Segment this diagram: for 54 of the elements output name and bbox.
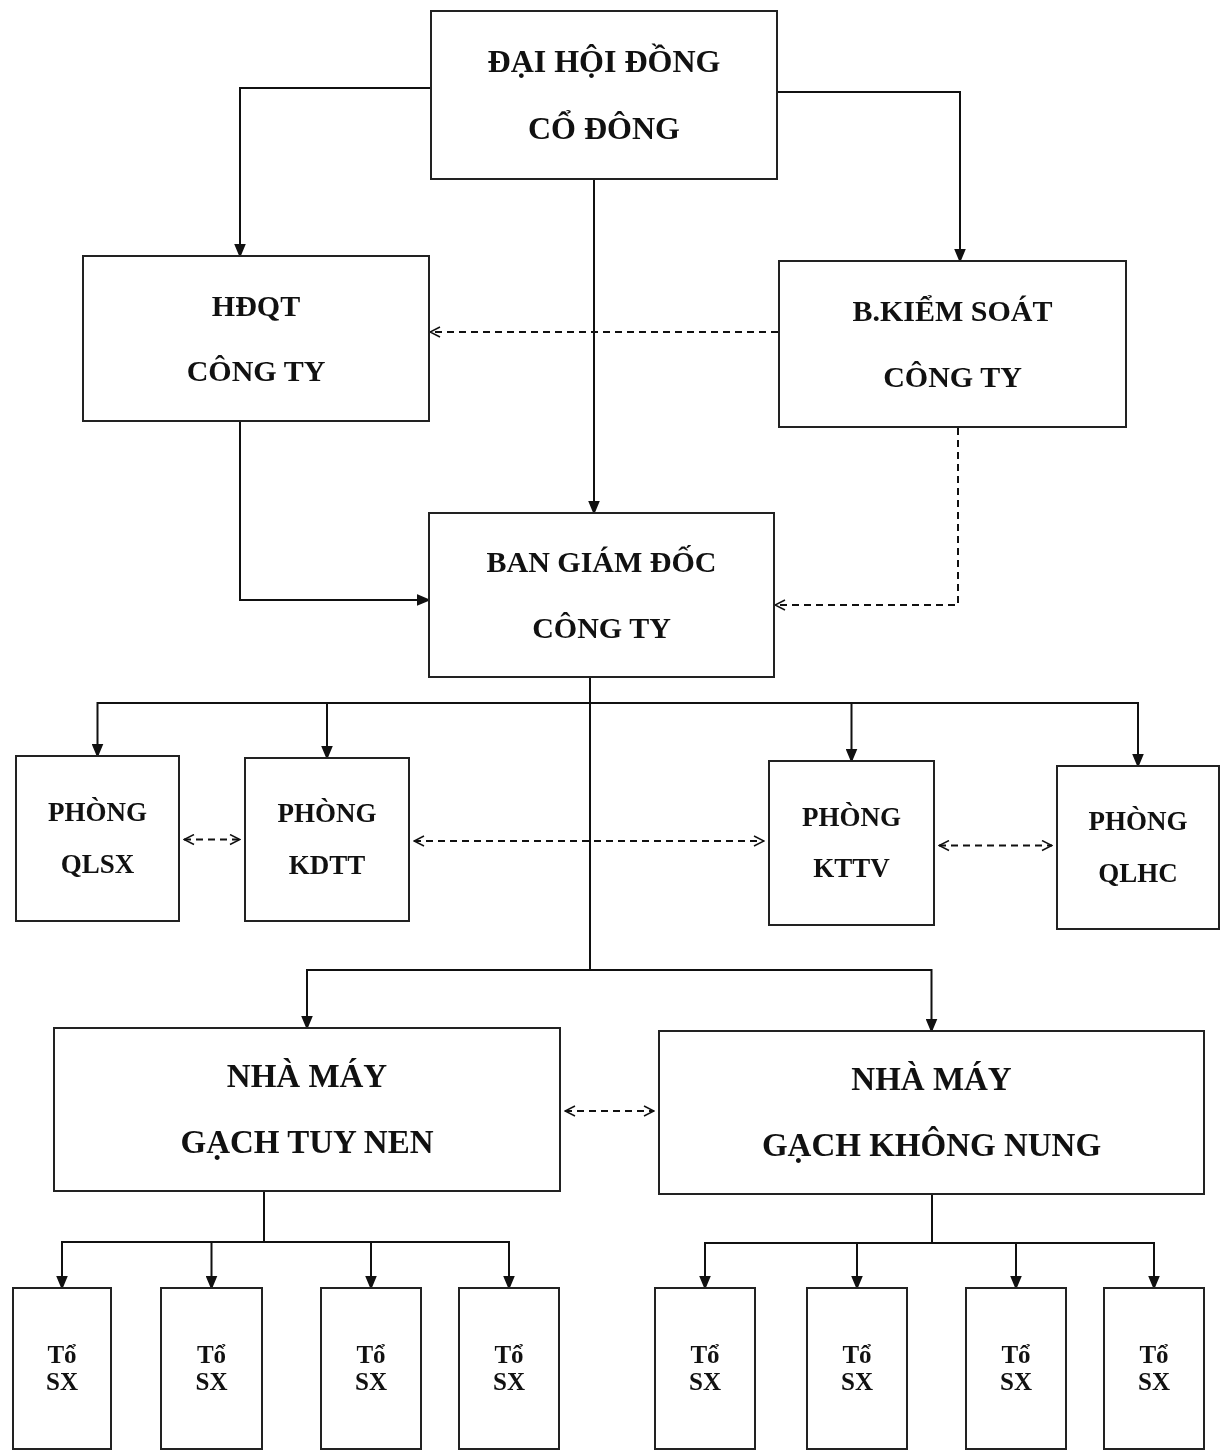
org-label: NHÀ MÁY xyxy=(851,1061,1012,1098)
org-label: Tổ SX xyxy=(1000,1342,1032,1395)
org-label: PHÒNG KTTV xyxy=(802,800,901,885)
org-label: Tổ SX xyxy=(689,1342,721,1395)
org-box xyxy=(806,1287,908,1450)
org-label: Tổ SX xyxy=(841,1342,873,1395)
dashed-arrow xyxy=(564,1105,655,1117)
org-label: Tổ SX xyxy=(195,1342,228,1395)
dashed-arrow xyxy=(938,839,1053,852)
org-label: ĐẠI HỘI ĐỒNG xyxy=(487,42,721,80)
org-label: PHÒNG KDTT xyxy=(277,797,377,882)
org-box xyxy=(1056,765,1220,930)
arrow xyxy=(777,91,966,262)
org-box xyxy=(428,512,775,678)
org-box xyxy=(458,1287,560,1450)
dashed-arrow xyxy=(774,427,959,611)
dashed-arrow xyxy=(183,833,241,846)
org-box xyxy=(654,1287,756,1450)
arrow xyxy=(234,87,431,257)
org-box xyxy=(1103,1287,1205,1450)
org-label: PHÒNG QLHC xyxy=(1088,805,1188,890)
org-label: PHÒNG QLSX xyxy=(48,796,147,881)
org-box xyxy=(53,1027,561,1192)
org-label: BAN GIÁM ĐỐC xyxy=(486,545,717,580)
org-box xyxy=(82,255,430,422)
org-label: CÔNG TY xyxy=(532,610,671,645)
org-label: Tổ SX xyxy=(1138,1342,1170,1395)
org-box xyxy=(320,1287,422,1450)
org-label: Tổ SX xyxy=(46,1342,78,1395)
org-box xyxy=(778,260,1127,428)
org-label: GẠCH TUY NEN xyxy=(180,1124,434,1161)
dashed-arrow xyxy=(413,835,765,847)
org-box xyxy=(160,1287,263,1450)
arrow xyxy=(931,1194,1160,1289)
org-label: Tổ SX xyxy=(493,1342,525,1395)
arrow xyxy=(239,421,430,606)
org-label: NHÀ MÁY xyxy=(226,1058,388,1095)
org-label: B.KIỂM SOÁT xyxy=(852,294,1053,328)
org-label: CÔNG TY xyxy=(186,354,326,389)
org-box xyxy=(12,1287,112,1450)
org-label: CỔ ĐÔNG xyxy=(528,110,680,148)
org-label: CÔNG TY xyxy=(883,360,1022,394)
org-label: HĐQT xyxy=(211,288,301,323)
org-label: Tổ SX xyxy=(355,1342,387,1395)
dashed-arrow xyxy=(429,326,779,338)
org-label: GẠCH KHÔNG NUNG xyxy=(761,1127,1102,1164)
org-box xyxy=(430,10,778,180)
org-box xyxy=(658,1030,1205,1195)
org-box xyxy=(15,755,180,922)
org-box xyxy=(965,1287,1067,1450)
org-box xyxy=(768,760,935,926)
arrow xyxy=(263,1191,515,1289)
org-box xyxy=(244,757,410,922)
arrow xyxy=(588,179,600,514)
